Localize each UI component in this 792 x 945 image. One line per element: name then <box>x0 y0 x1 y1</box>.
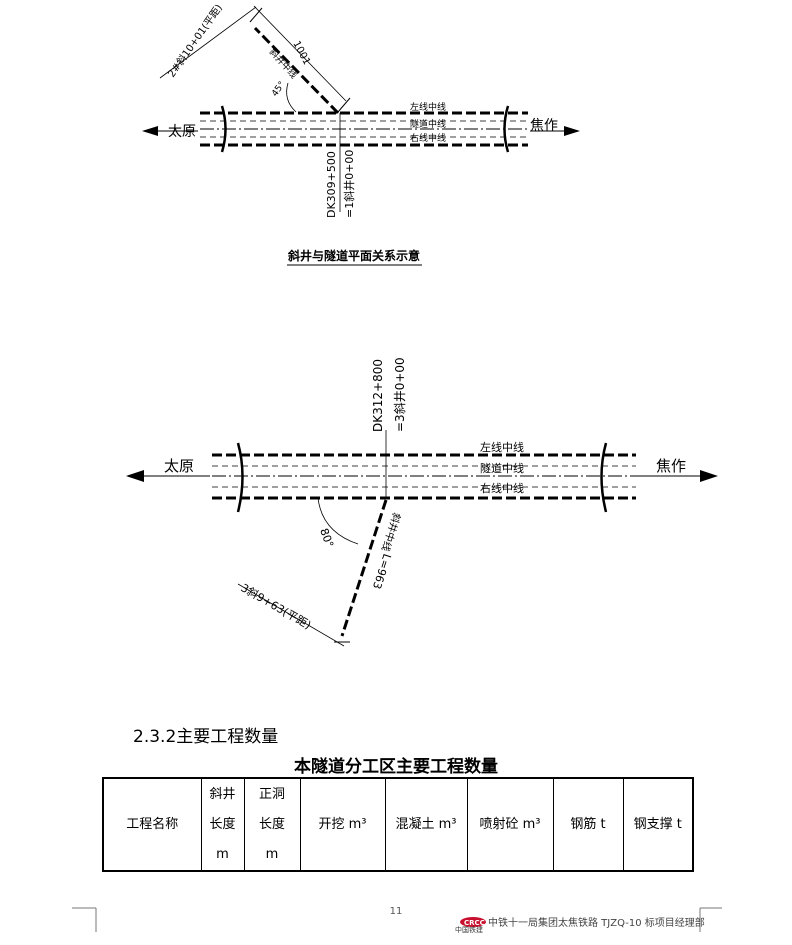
right-line-label: 右线中线 <box>480 481 524 495</box>
left-arrow <box>142 126 158 136</box>
right-portal <box>600 442 608 513</box>
incline-shaft <box>253 26 340 115</box>
page-corner-marks <box>72 907 722 932</box>
right-portal <box>503 105 510 153</box>
company-logo-icon: CRCC <box>460 917 486 927</box>
chainage2-label: =1斜井0+00 <box>342 150 356 218</box>
left-portal <box>236 442 244 513</box>
header-steel-support: 钢支撑 t <box>622 777 694 872</box>
header-incline-length: 斜井 长度 m <box>200 777 245 872</box>
diagram-2: 太原 焦作 左线中线 隧道中线 右线中线 DK312+800 =3斜井0+00 … <box>126 357 718 647</box>
angle-arc <box>317 497 359 545</box>
incline-shaft <box>340 499 388 637</box>
right-city-label: 焦作 <box>530 118 558 134</box>
svg-text:CRCC: CRCC <box>464 919 485 927</box>
quantities-table: 工程名称 斜井 长度 m 正洞 长度 m 开挖 m³ 混凝土 m³ 喷射砼 m³… <box>102 777 694 872</box>
right-arrow <box>564 126 580 136</box>
header-shotcrete: 喷射砼 m³ <box>466 777 554 872</box>
tunnel-line-label: 隧道中线 <box>410 118 446 130</box>
chainage-label: DK312+800 <box>371 359 385 432</box>
dimension-line <box>253 5 347 102</box>
length-label: 1001 <box>290 39 312 67</box>
header-excavation: 开挖 m³ <box>299 777 386 872</box>
header-name: 工程名称 <box>102 777 202 872</box>
angle-label: 80° <box>317 527 336 550</box>
right-arrow <box>700 470 718 482</box>
left-line-label: 左线中线 <box>410 101 446 113</box>
angle-arc <box>286 82 297 113</box>
left-arrow <box>126 470 144 482</box>
shaft-label: 2#斜10+01(平距) <box>165 1 225 79</box>
tunnel-line-label: 隧道中线 <box>480 461 524 475</box>
logo-text: 中国铁建 <box>455 926 483 934</box>
header-rebar: 钢筋 t <box>552 777 624 872</box>
length-label: L=963 <box>370 552 394 591</box>
header-concrete: 混凝土 m³ <box>384 777 468 872</box>
right-line-label: 右线中线 <box>410 132 446 144</box>
left-line-label: 左线中线 <box>480 440 524 454</box>
shaft-label: 3斜9+63(平距) <box>239 581 314 632</box>
diagram-1: 太原 焦作 左线中线 隧道中线 右线中线 2#斜10+01(平距) 1001 斜… <box>142 1 580 266</box>
footer-organization: 中铁十一局集团太焦铁路 TJZQ-10 标项目经理部 <box>488 918 705 929</box>
left-city-label: 太原 <box>168 124 196 140</box>
table-title: 本隧道分工区主要工程数量 <box>294 757 498 777</box>
left-city-label: 太原 <box>164 457 194 475</box>
table-header-row: 工程名称 斜井 长度 m 正洞 长度 m 开挖 m³ 混凝土 m³ 喷射砼 m³… <box>102 777 694 872</box>
angle-label: 45° <box>270 80 287 99</box>
chainage-label: DK309+500 <box>325 151 338 218</box>
left-portal <box>220 105 227 153</box>
shaft-axis-label: 斜井中线 <box>379 511 404 553</box>
right-city-label: 焦作 <box>656 457 686 475</box>
header-main-length: 正洞 长度 m <box>243 777 301 872</box>
section-heading: 2.3.2主要工程数量 <box>133 727 279 747</box>
page-number: 11 <box>389 906 403 917</box>
diagram-caption: 斜井与隧道平面关系示意 <box>287 248 420 263</box>
chainage2-label: =3斜井0+00 <box>393 357 407 432</box>
